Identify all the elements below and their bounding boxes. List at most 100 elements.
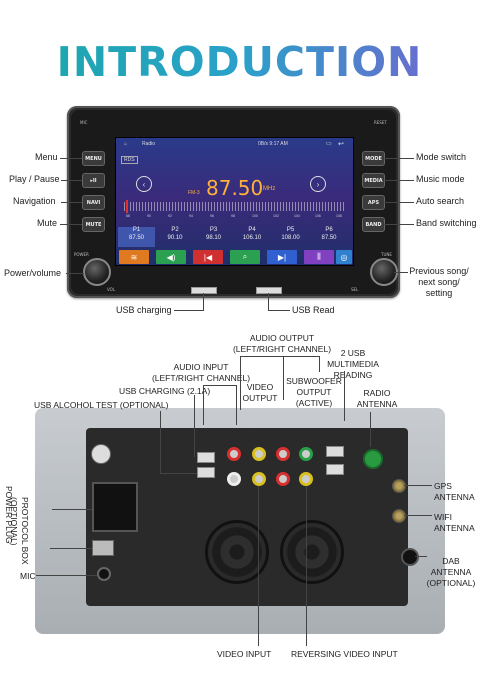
scale-tick-label: 106 xyxy=(315,214,321,218)
scale-tick-label: 102 xyxy=(273,214,279,218)
preset-p1[interactable]: P1 87.50 xyxy=(118,227,155,247)
preset-name: P1 xyxy=(132,227,141,233)
preset-name: P4 xyxy=(248,227,256,233)
label-video-input: VIDEO INPUT xyxy=(217,649,272,659)
status-text: 0B/s 9:17 AM xyxy=(258,141,288,147)
tune-knob[interactable] xyxy=(370,258,398,286)
label-wifi: WIFI ANTENNA xyxy=(434,512,475,533)
scale-tick-label: 96 xyxy=(210,214,214,218)
wifi-antenna-connector xyxy=(392,509,406,523)
play-pause-button[interactable]: ▸II xyxy=(82,173,105,188)
callout-previous-next: Previous song/ next song/ setting xyxy=(409,266,469,298)
prev-tile-icon[interactable]: |◀ xyxy=(193,250,223,264)
usb-alcohol-port xyxy=(197,467,215,478)
eq-tile-icon[interactable]: ⫼ xyxy=(304,250,334,264)
screen-icon[interactable]: ▭ xyxy=(326,141,332,147)
audio-input-right-jack xyxy=(227,447,241,461)
video-input-jack xyxy=(252,472,266,486)
preset-name: P6 xyxy=(325,227,333,233)
preset-p6[interactable]: P6 87.50 xyxy=(311,227,348,247)
callout-mode-switch: Mode switch xyxy=(416,152,467,162)
back-icon[interactable]: ↩ xyxy=(338,141,344,148)
power-plug-connector xyxy=(92,482,138,532)
scale-tick-label: 100 xyxy=(252,214,258,218)
vol-corner-label: VOL xyxy=(107,287,116,292)
label-dab: DAB ANTENNA (OPTIONAL) xyxy=(426,556,476,588)
frequency-unit: MHz xyxy=(263,186,276,192)
mic-corner-label: MIC xyxy=(80,120,88,125)
radio-antenna-connector xyxy=(363,449,383,469)
audio-output-right-jack xyxy=(276,447,290,461)
label-gps: GPS ANTENNA xyxy=(434,481,475,502)
ground-screw-icon xyxy=(91,444,111,464)
preset-value: 108.00 xyxy=(281,235,300,241)
band-button[interactable]: BAND xyxy=(362,217,385,232)
preset-value: 87.50 xyxy=(128,235,144,241)
next-tile-icon[interactable]: ▶| xyxy=(267,250,297,264)
preset-name: P2 xyxy=(171,227,179,233)
label-usb-charging: USB CHARGING (2.1A) xyxy=(119,386,211,396)
band-label: FM-3 xyxy=(188,190,200,196)
callout-power-volume: Power/volume xyxy=(4,268,62,278)
preset-name: P5 xyxy=(286,227,295,233)
label-audio-input: AUDIO INPUT (LEFT/RIGHT CHANNEL) xyxy=(151,362,251,383)
gps-antenna-connector xyxy=(392,479,406,493)
seek-back-icon[interactable]: ‹ xyxy=(136,176,152,192)
power-corner-label: POWER xyxy=(74,252,89,257)
preset-value: 90.10 xyxy=(167,235,183,241)
speaker-tile-icon[interactable]: ◀) xyxy=(156,250,186,264)
page-title: INTRODUCTION xyxy=(0,38,479,86)
volume-knob[interactable] xyxy=(83,258,111,286)
usb-multimedia-port-2 xyxy=(326,464,344,475)
preset-value: 106.10 xyxy=(242,235,262,241)
callout-usb-read: USB Read xyxy=(292,305,335,315)
preset-p4[interactable]: P4 106.10 xyxy=(234,227,271,247)
tuning-scale[interactable] xyxy=(124,202,344,211)
callout-auto-search: Auto search xyxy=(416,196,465,206)
label-reversing-video: REVERSING VIDEO INPUT xyxy=(291,649,398,659)
media-button[interactable]: MEDIA xyxy=(362,173,385,188)
scale-tick-label: 88 xyxy=(126,214,130,218)
label-radio-antenna: RADIO ANTENNA xyxy=(356,388,398,409)
scale-tick-label: 94 xyxy=(189,214,193,218)
home-icon[interactable]: ⌂ xyxy=(124,141,128,147)
subwoofer-jack xyxy=(299,447,313,461)
dab-antenna-connector xyxy=(401,548,419,566)
aps-button[interactable]: APS xyxy=(362,195,385,210)
label-mic: MIC xyxy=(20,571,36,581)
tuning-needle xyxy=(126,200,128,213)
callout-usb-charging: USB charging xyxy=(116,305,172,315)
usb-read-port xyxy=(256,287,282,294)
app-label: Radio xyxy=(142,141,156,147)
radio-tile-icon[interactable]: ◎ xyxy=(336,250,352,264)
rds-badge[interactable]: RDS xyxy=(121,156,138,164)
preset-p5[interactable]: P5 108.00 xyxy=(272,227,309,247)
reversing-video-jack xyxy=(299,472,313,486)
scale-tick-label: 104 xyxy=(294,214,300,218)
search-tile-icon[interactable]: ⌕ xyxy=(230,250,260,264)
mode-button[interactable]: MODE xyxy=(362,151,385,166)
label-2-usb: 2 USB MULTIMEDIA READING xyxy=(327,348,379,380)
preset-p2[interactable]: P2 90.10 xyxy=(157,227,194,247)
callout-menu: Menu xyxy=(35,152,58,162)
audio-output-left-jack xyxy=(276,472,290,486)
callout-mute: Mute xyxy=(37,218,58,228)
preset-name: P3 xyxy=(209,227,218,233)
seek-forward-icon[interactable]: › xyxy=(310,176,326,192)
preset-value: 87.50 xyxy=(321,235,337,241)
label-audio-output: AUDIO OUTPUT (LEFT/RIGHT CHANNEL) xyxy=(232,333,332,354)
video-output-jack xyxy=(252,447,266,461)
label-video-output: VIDEO OUTPUT xyxy=(242,382,278,403)
menu-button[interactable]: MENU xyxy=(82,151,105,166)
reset-corner-label: RESET xyxy=(374,120,387,125)
fan-right xyxy=(280,520,344,584)
scale-tick-label: 108 xyxy=(336,214,342,218)
label-subwoofer: SUBWOOFER OUTPUT (ACTIVE) xyxy=(286,376,342,408)
mute-button[interactable]: MUTE xyxy=(82,217,105,232)
tune-corner-label: TUNE xyxy=(381,252,392,257)
wifi-tile-icon[interactable]: ≋ xyxy=(119,250,149,264)
navi-button[interactable]: NAVI xyxy=(82,195,105,210)
callout-band-switching: Band switching xyxy=(416,218,477,228)
label-usb-alcohol: USB ALCOHOL TEST (OPTIONAL) xyxy=(34,400,169,410)
